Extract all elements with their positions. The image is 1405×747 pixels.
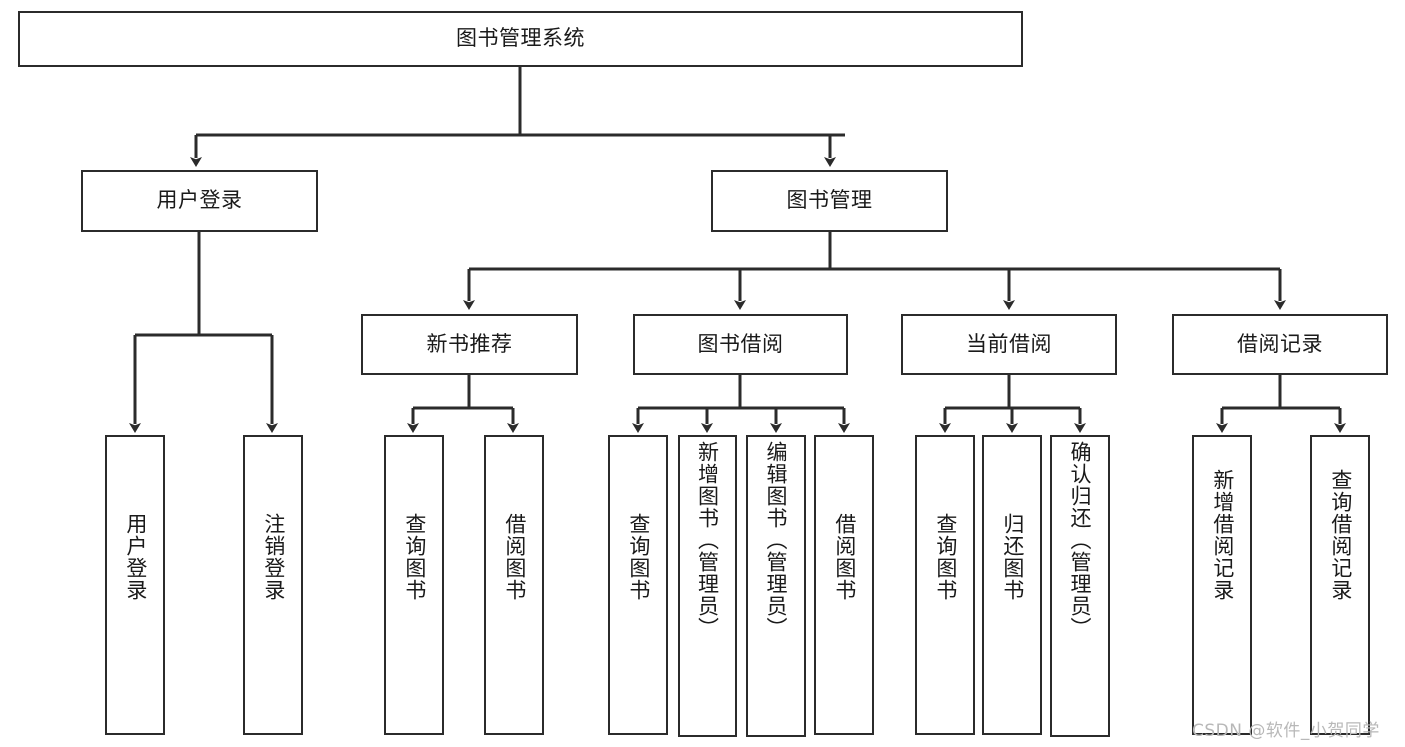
node-leaf-logout-login-label: 注销登录	[261, 513, 286, 601]
node-leaf-borrow-book-2-label: 借阅图书	[832, 513, 857, 601]
node-leaf-query-book-1[interactable]: 查询图书	[384, 435, 444, 735]
node-current-borrow[interactable]: 当前借阅	[901, 314, 1117, 375]
node-leaf-borrow-book-2[interactable]: 借阅图书	[814, 435, 874, 735]
node-leaf-query-book-3-label: 查询图书	[933, 513, 958, 601]
node-leaf-return-book[interactable]: 归还图书	[982, 435, 1042, 735]
node-leaf-confirm-return[interactable]: 确认归还（管理员）	[1050, 435, 1110, 737]
node-book-borrow-label: 图书借阅	[697, 331, 784, 356]
node-leaf-logout-login[interactable]: 注销登录	[243, 435, 303, 735]
node-leaf-borrow-book-1-label: 借阅图书	[502, 513, 527, 601]
node-leaf-add-record[interactable]: 新增借阅记录	[1192, 435, 1252, 735]
node-leaf-query-book-3[interactable]: 查询图书	[915, 435, 975, 735]
node-current-borrow-label: 当前借阅	[966, 331, 1052, 356]
node-leaf-add-record-label: 新增借阅记录	[1210, 469, 1235, 601]
node-leaf-edit-book[interactable]: 编辑图书（管理员）	[746, 435, 806, 737]
node-leaf-user-login[interactable]: 用户登录	[105, 435, 165, 735]
node-leaf-add-book-label: 新增图书（管理员）	[695, 441, 720, 639]
node-new-book-recommend[interactable]: 新书推荐	[361, 314, 578, 375]
node-user-login[interactable]: 用户登录	[81, 170, 318, 232]
node-leaf-query-book-1-label: 查询图书	[402, 513, 427, 601]
node-leaf-query-record[interactable]: 查询借阅记录	[1310, 435, 1370, 735]
node-borrow-record-label: 借阅记录	[1237, 331, 1323, 356]
node-leaf-query-book-2-label: 查询图书	[626, 513, 651, 601]
node-leaf-user-login-label: 用户登录	[123, 513, 148, 601]
node-book-borrow[interactable]: 图书借阅	[633, 314, 848, 375]
node-leaf-borrow-book-1[interactable]: 借阅图书	[484, 435, 544, 735]
node-book-manage-label: 图书管理	[786, 188, 873, 213]
node-leaf-query-record-label: 查询借阅记录	[1328, 469, 1353, 601]
node-leaf-return-book-label: 归还图书	[1000, 513, 1025, 601]
node-root[interactable]: 图书管理系统	[18, 11, 1023, 67]
node-leaf-query-book-2[interactable]: 查询图书	[608, 435, 668, 735]
node-new-book-recommend-label: 新书推荐	[426, 331, 513, 356]
node-root-label: 图书管理系统	[456, 26, 585, 51]
node-leaf-edit-book-label: 编辑图书（管理员）	[764, 441, 789, 639]
node-leaf-confirm-return-label: 确认归还（管理员）	[1068, 441, 1093, 639]
watermark-text: CSDN @软件_小贺同学	[1192, 721, 1380, 741]
node-book-manage[interactable]: 图书管理	[711, 170, 948, 232]
node-user-login-label: 用户登录	[156, 188, 243, 213]
node-leaf-add-book[interactable]: 新增图书（管理员）	[678, 435, 737, 737]
node-borrow-record[interactable]: 借阅记录	[1172, 314, 1388, 375]
